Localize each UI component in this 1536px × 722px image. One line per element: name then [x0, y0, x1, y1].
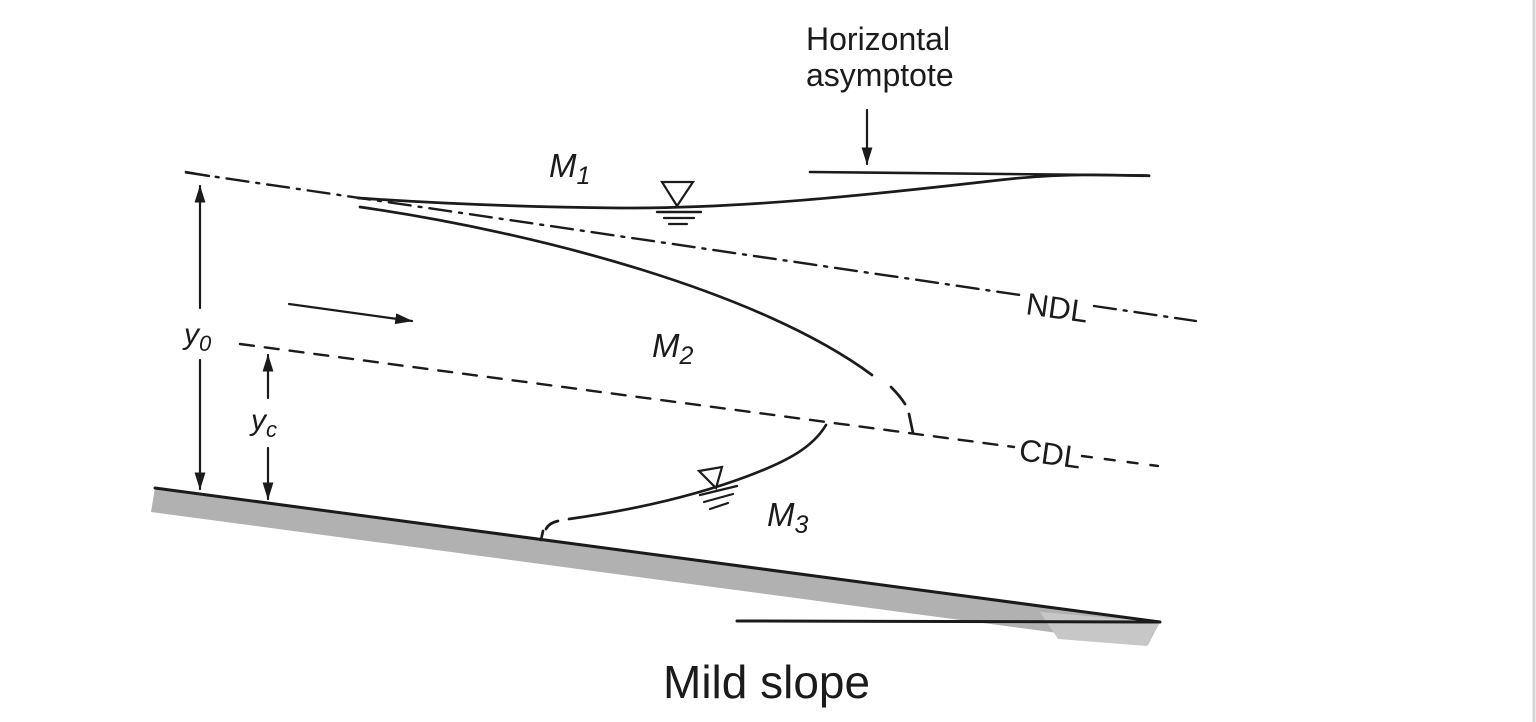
- nabla-free-surface-icon-m3: [696, 465, 739, 511]
- m1-profile-curve: [356, 173, 1151, 210]
- m3-label: M3: [767, 496, 809, 539]
- m2-profile-curve: [358, 205, 874, 377]
- m3-profile-curve: [567, 423, 828, 521]
- y0-top-tick: [184, 170, 211, 178]
- yc-label: yc: [249, 404, 277, 442]
- channel-bed: [151, 488, 1160, 645]
- m2-label: M2: [652, 327, 694, 370]
- flow-direction-arrow: [287, 302, 414, 325]
- m3-profile-curve-start-hook: [544, 519, 560, 531]
- critical-depth-line: [238, 342, 1016, 449]
- channel-bed-shadow: [1040, 612, 1160, 646]
- m2-profile-curve-end-tick: [907, 412, 915, 435]
- m3-profile-curve-start-tick: [539, 529, 545, 542]
- mild-slope-overline: [735, 619, 1161, 624]
- mild-slope-title: Mild slope: [663, 656, 870, 708]
- horizontal-asymptote-label-line2: asymptote: [806, 57, 954, 93]
- cdl-label: CDL: [1017, 432, 1083, 475]
- normal-depth-line: [184, 171, 1022, 297]
- normal-depth-line-continuation: [1092, 304, 1198, 323]
- nabla-free-surface-icon-m1: [655, 180, 703, 226]
- y0-label: y0: [182, 318, 212, 356]
- ndl-label: NDL: [1024, 286, 1090, 329]
- horizontal-asymptote-label-line1: Horizontal: [806, 21, 950, 57]
- critical-depth-line-continuation: [1080, 454, 1160, 468]
- m2-profile-curve-hook: [889, 385, 907, 406]
- bed-surface-line: [153, 486, 1162, 624]
- m1-label: M1: [549, 147, 590, 190]
